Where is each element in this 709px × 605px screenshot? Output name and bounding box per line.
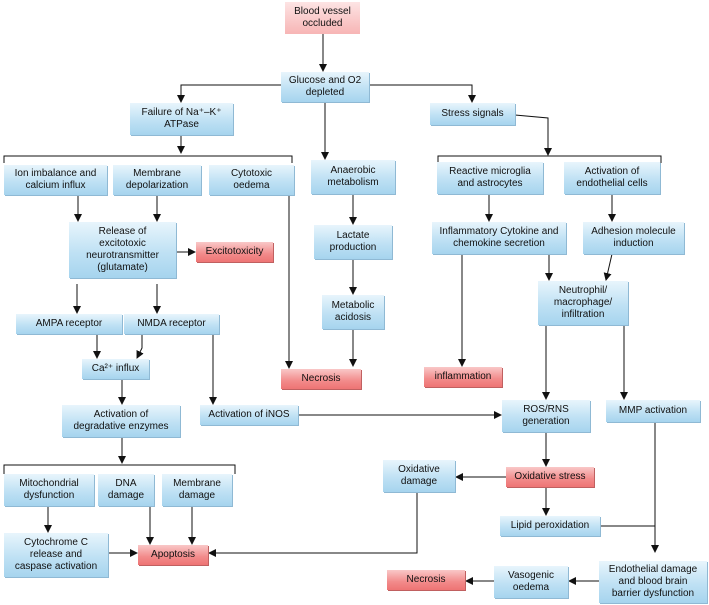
failure-na-k-atpase-node: Failure of Na⁺–K⁺ ATPase (130, 103, 233, 135)
mmp-activation-node: MMP activation (606, 400, 700, 422)
bracket-degradative-children (3, 464, 236, 474)
mitochondrial-dysfunction-node: Mitochondrial dysfunction (4, 474, 94, 506)
oxidative-stress-node: Oxidative stress (506, 467, 594, 487)
neutrophil-macrophage-infiltration-node: Neutrophil/ macrophage/ infiltration (538, 281, 628, 325)
ros-rns-generation-node: ROS/RNS generation (502, 400, 590, 432)
nmda-receptor-node: NMDA receptor (124, 314, 219, 334)
necrosis-node-center: Necrosis (281, 369, 361, 389)
anaerobic-metabolism-node: Anaerobic metabolism (311, 160, 395, 194)
ca-influx-node: Ca²⁺ influx (82, 359, 149, 379)
stress-signals-node: Stress signals (430, 103, 515, 125)
adhesion-molecule-induction-node: Adhesion molecule induction (583, 222, 684, 254)
membrane-damage-node: Membrane damage (162, 474, 232, 506)
arrow-adhesion-to-neutrophil (603, 253, 613, 281)
metabolic-acidosis-node: Metabolic acidosis (322, 295, 384, 329)
cytochrome-c-caspase-node: Cytochrome C release and caspase activat… (4, 533, 108, 577)
arrow-glucose-to-stress (369, 84, 476, 103)
ion-imbalance-calcium-influx-node: Ion imbalance and calcium influx (4, 165, 107, 195)
ampa-receptor-node: AMPA receptor (16, 314, 122, 334)
vasogenic-oedema-node: Vasogenic oedema (494, 566, 568, 598)
activation-endothelial-cells-node: Activation of endothelial cells (564, 162, 660, 194)
glucose-o2-depleted-node: Glucose and O2 depleted (281, 72, 369, 102)
reactive-microglia-astrocytes-node: Reactive microglia and astrocytes (437, 162, 543, 194)
necrosis-node-bottom: Necrosis (387, 570, 465, 590)
release-excitotoxic-glutamate-node: Release of excitotoxic neurotransmitter … (69, 222, 176, 278)
membrane-depolarization-node: Membrane depolarization (113, 165, 201, 195)
blood-vessel-occluded-node: Blood vessel occluded (285, 2, 360, 34)
cytotoxic-oedema-node: Cytotoxic oedema (209, 165, 294, 195)
excitotoxicity-node: Excitotoxicity (196, 242, 273, 262)
dna-damage-node: DNA damage (98, 474, 154, 506)
lactate-production-node: Lactate production (314, 225, 392, 259)
inflammation-node: inflammation (424, 367, 502, 387)
activation-degradative-enzymes-node: Activation of degradative enzymes (62, 405, 180, 437)
arrow-stress-to-bracket (514, 114, 552, 156)
endothelial-damage-bbb-dysfunction-node: Endothelial damage and blood brain barri… (599, 561, 707, 603)
lipid-peroxidation-node: Lipid peroxidation (500, 516, 600, 536)
arrow-damage-to-apoptosis (208, 492, 418, 557)
arrow-glucose-to-atpase (177, 84, 281, 103)
bracket-atpase-children (3, 155, 293, 163)
activation-inos-node: Activation of iNOS (200, 405, 298, 425)
inflammatory-cytokine-secretion-node: Inflammatory Cytokine and chemokine secr… (432, 222, 566, 254)
arrow-nmda-to-ca (136, 334, 144, 359)
oxidative-damage-node: Oxidative damage (383, 460, 455, 492)
bracket-stress-children (437, 155, 662, 163)
apoptosis-node: Apoptosis (138, 545, 208, 565)
